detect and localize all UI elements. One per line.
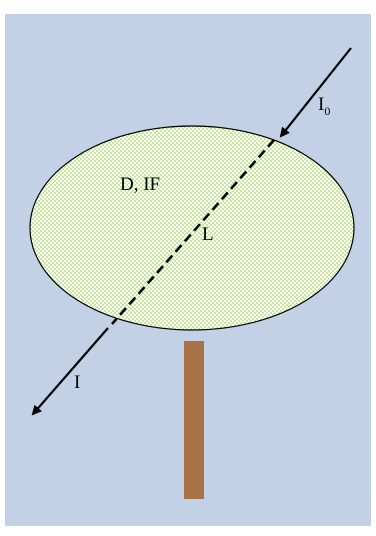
path-through-canopy-dashed: [111, 139, 275, 325]
medium-properties-label: D, IF: [120, 174, 160, 195]
left-border: [0, 0, 5, 536]
incident-ray-arrow: [279, 47, 352, 138]
right-border: [371, 0, 376, 536]
bottom-border: [0, 526, 376, 536]
transmitted-intensity-label: I: [74, 372, 80, 393]
transmitted-ray-arrow: [31, 327, 109, 416]
path-length-label: L: [202, 224, 214, 245]
top-border: [0, 0, 376, 14]
incident-intensity-label: I0: [318, 94, 330, 118]
tree-canopy: [29, 125, 355, 331]
tree-trunk: [184, 341, 204, 499]
